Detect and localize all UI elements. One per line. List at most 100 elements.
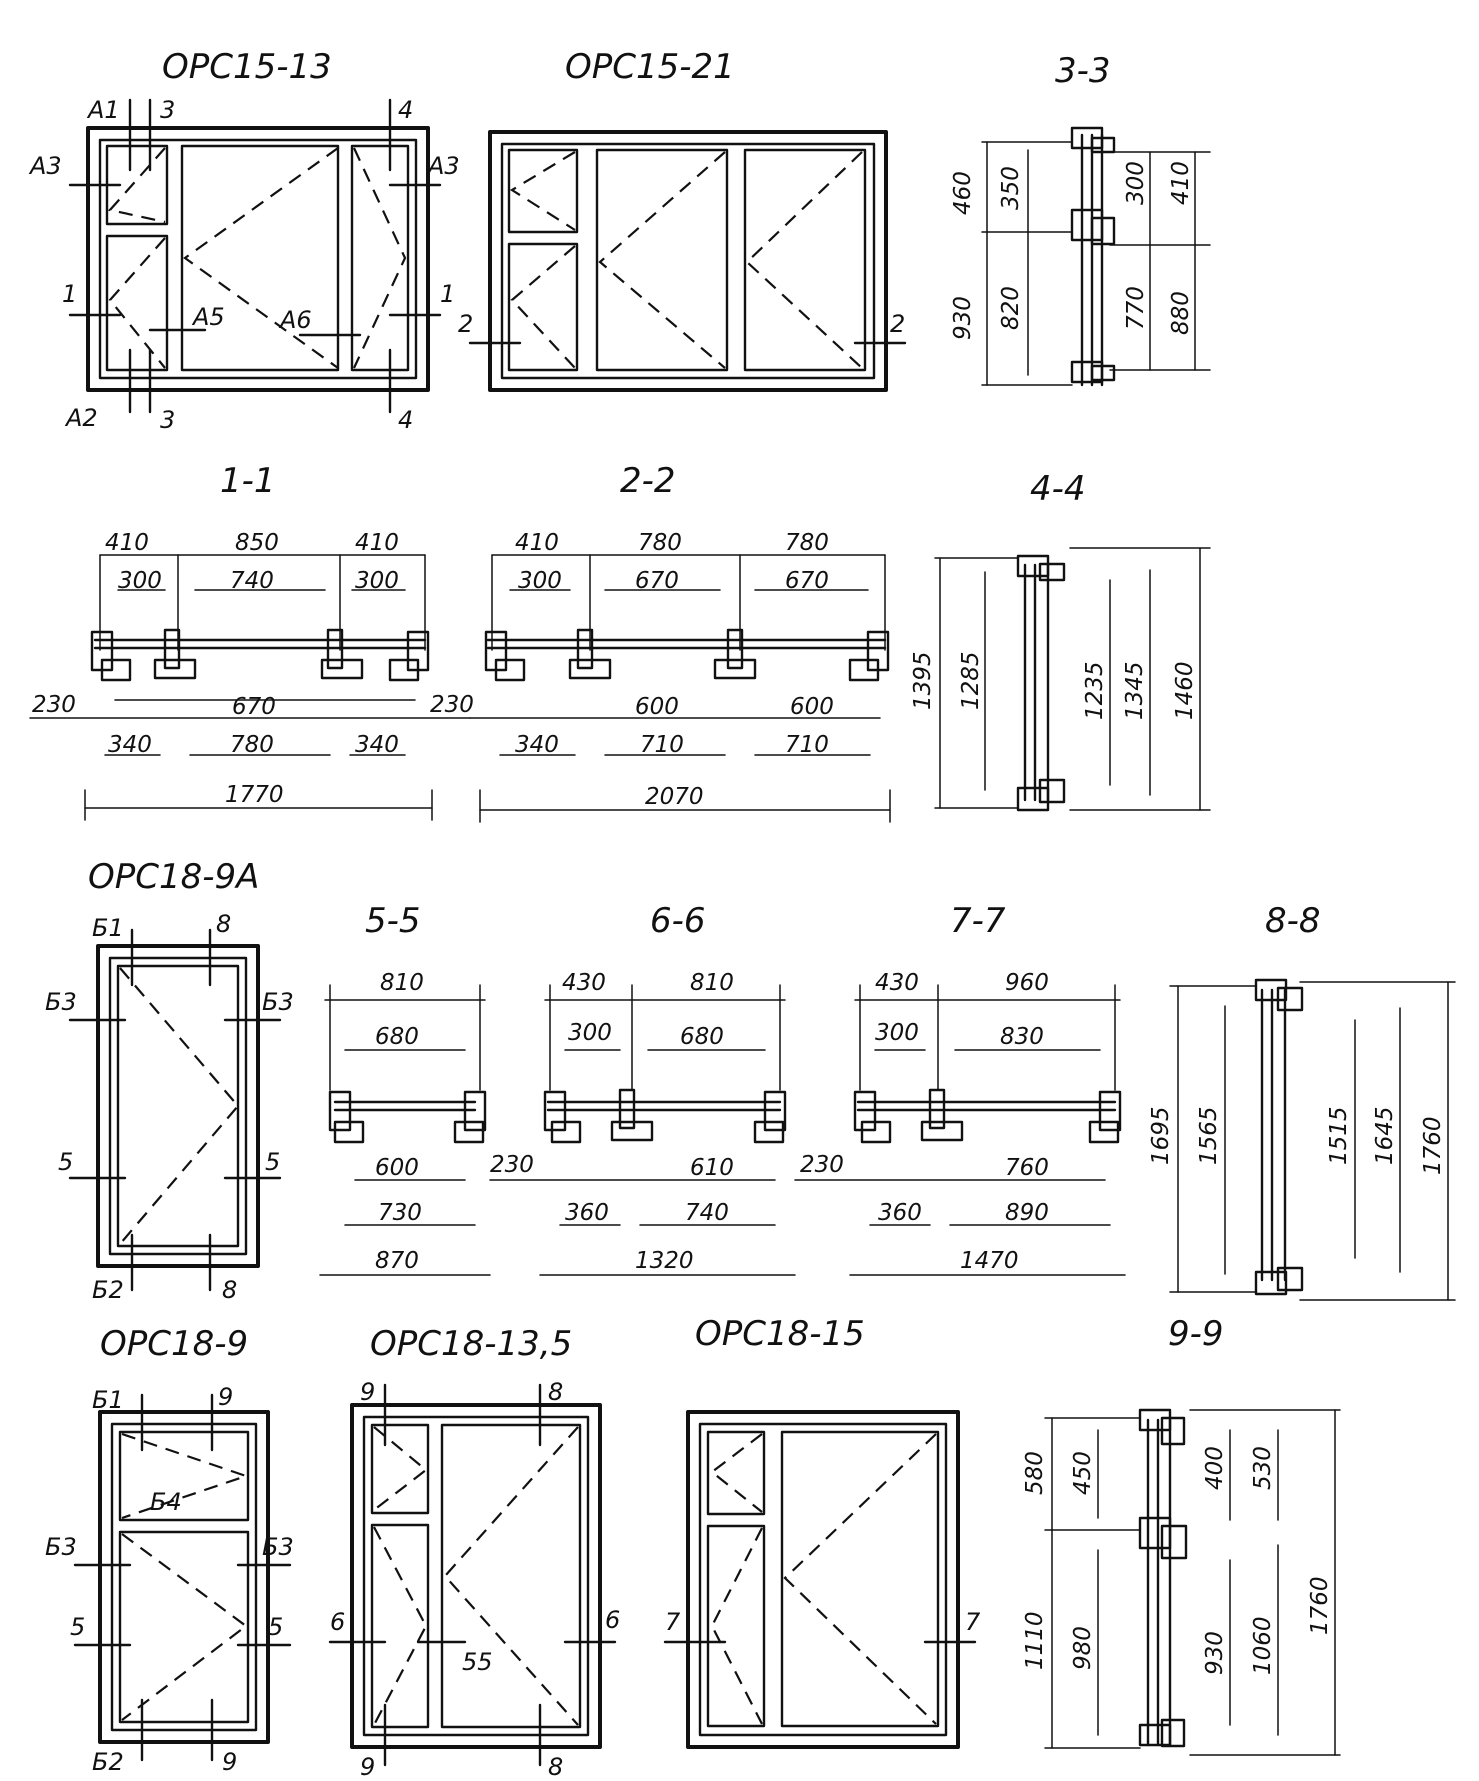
window-opc15-21: ОРС15-21 2 2	[458, 47, 907, 392]
marker-a3-left: А3	[28, 152, 62, 180]
dim-6-6-430: 430	[562, 970, 606, 996]
title-4-4: 4-4	[1030, 469, 1086, 509]
marker-8-top-18-135: 8	[548, 1378, 563, 1406]
window-opc18-9: ОРС18-9 Б1 9 Б4 Б3 Б3 5 5 Б2 9	[45, 1324, 294, 1776]
marker-a2: А2	[64, 404, 98, 432]
dim-1-1-340b: 340	[355, 732, 399, 758]
dim-9-9-1060: 1060	[1250, 1616, 1276, 1675]
dim-6-6-1320: 1320	[635, 1248, 694, 1274]
title-2-2: 2-2	[620, 461, 676, 501]
dim-7-7-1470: 1470	[960, 1248, 1019, 1274]
title-8-8: 8-8	[1265, 901, 1321, 941]
marker-b3-right: Б3	[262, 988, 294, 1016]
dim-1-1-1770: 1770	[225, 782, 284, 808]
dim-5-5-870: 870	[375, 1248, 419, 1274]
dim-2-2-670a: 670	[635, 568, 679, 594]
marker-2-left: 2	[458, 310, 473, 338]
marker-9-bottom: 9	[222, 1748, 237, 1776]
title-opc15-13: ОРС15-13	[162, 47, 332, 87]
dim-1-1-670: 670	[232, 694, 276, 720]
dim-8-8-1645: 1645	[1372, 1106, 1398, 1165]
marker-7-right: 7	[965, 1608, 981, 1636]
dim-8-8-1695: 1695	[1148, 1106, 1174, 1165]
marker-a3-right: А3	[426, 152, 460, 180]
window-opc18-15: ОРС18-15 7 7	[663, 1314, 981, 1749]
marker-8-top: 8	[216, 910, 231, 938]
dim-8-8-1515: 1515	[1326, 1106, 1352, 1165]
dim-9-9-400: 400	[1202, 1446, 1228, 1490]
marker-3-top: 3	[160, 96, 175, 124]
title-6-6: 6-6	[650, 901, 706, 941]
dim-2-2-230: 230	[430, 692, 474, 718]
title-3-3: 3-3	[1055, 51, 1111, 91]
dim-3-3-300: 300	[1123, 161, 1149, 205]
dim-9-9-1760: 1760	[1307, 1576, 1333, 1635]
dim-1-1-410b: 410	[355, 530, 399, 556]
dim-2-2-600b: 600	[790, 694, 834, 720]
dim-1-1-300b: 300	[355, 568, 399, 594]
dim-4-4-1460: 1460	[1172, 661, 1198, 720]
dim-6-6-810: 810	[690, 970, 734, 996]
section-1-1: 1-1 410 850 410 300 740 300 230 670	[29, 461, 471, 821]
section-5-5: 5-5 810 680 600 730 870	[319, 901, 491, 1276]
dim-2-2-780b: 780	[785, 530, 829, 556]
dim-9-9-980: 980	[1070, 1626, 1096, 1670]
dim-1-1-340a: 340	[108, 732, 152, 758]
dim-1-1-740: 740	[230, 568, 274, 594]
marker-9-top: 9	[218, 1383, 233, 1411]
marker-a6: А6	[278, 306, 312, 334]
dim-2-2-300: 300	[518, 568, 562, 594]
dim-8-8-1760: 1760	[1420, 1116, 1446, 1175]
dim-7-7-760: 760	[1005, 1155, 1049, 1181]
marker-8-bottom-18-135: 8	[548, 1753, 563, 1781]
dim-3-3-770: 770	[1123, 286, 1149, 330]
section-3-3: 3-3 460 350 300 410 930 820 770 880	[950, 51, 1211, 387]
dim-3-3-820: 820	[998, 286, 1024, 330]
marker-5-left: 5	[58, 1148, 73, 1176]
dim-4-4-1395: 1395	[910, 651, 936, 710]
marker-6-right: 6	[605, 1606, 620, 1634]
section-2-2: 2-2 410 780 780 300 670 670 230 600 600	[430, 461, 891, 823]
dim-2-2-600a: 600	[635, 694, 679, 720]
title-5-5: 5-5	[365, 901, 421, 941]
dim-1-1-780: 780	[230, 732, 274, 758]
marker-4-top: 4	[398, 96, 413, 124]
dim-1-1-230: 230	[32, 692, 76, 718]
dim-2-2-670b: 670	[785, 568, 829, 594]
dim-7-7-430: 430	[875, 970, 919, 996]
dim-4-4-1235: 1235	[1082, 661, 1108, 720]
marker-5-right: 5	[265, 1148, 280, 1176]
dim-7-7-300: 300	[875, 1020, 919, 1046]
dim-2-2-2070: 2070	[645, 784, 704, 810]
dim-7-7-960: 960	[1005, 970, 1049, 996]
dim-1-1-410a: 410	[105, 530, 149, 556]
window-opc18-9a: ОРС18-9А Б1 8 Б3 Б3 5 5 Б2 8	[45, 857, 294, 1304]
dim-9-9-930: 930	[1202, 1631, 1228, 1675]
dim-7-7-360: 360	[878, 1200, 922, 1226]
marker-7-left: 7	[665, 1608, 681, 1636]
marker-9-bottom-18-135: 9	[360, 1753, 375, 1781]
marker-a1: А1	[86, 96, 120, 124]
dim-1-1-850: 850	[235, 530, 279, 556]
dim-2-2-410: 410	[515, 530, 559, 556]
dim-2-2-780a: 780	[638, 530, 682, 556]
marker-4-bottom: 4	[398, 406, 413, 434]
dim-4-4-1345: 1345	[1122, 661, 1148, 720]
dim-6-6-300: 300	[568, 1020, 612, 1046]
marker-b3-right-18-9: Б3	[262, 1533, 294, 1561]
dim-5-5-730: 730	[378, 1200, 422, 1226]
title-opc18-9: ОРС18-9	[100, 1324, 248, 1364]
marker-b3-left: Б3	[45, 988, 77, 1016]
title-opc18-13-5: ОРС18-13,5	[370, 1324, 572, 1364]
dim-3-3-930: 930	[950, 296, 976, 340]
dim-6-6-740: 740	[685, 1200, 729, 1226]
dim-5-5-680: 680	[375, 1024, 419, 1050]
window-opc18-13-5: ОРС18-13,5 9 8 6 6 55 9 8	[328, 1324, 620, 1781]
marker-b4: Б4	[150, 1488, 182, 1516]
dim-3-3-410: 410	[1168, 161, 1194, 205]
marker-b1-18-9: Б1	[92, 1386, 124, 1414]
marker-1-left: 1	[62, 280, 77, 308]
section-8-8: 8-8 1695 1565 1515 1645 1760	[1148, 901, 1456, 1301]
